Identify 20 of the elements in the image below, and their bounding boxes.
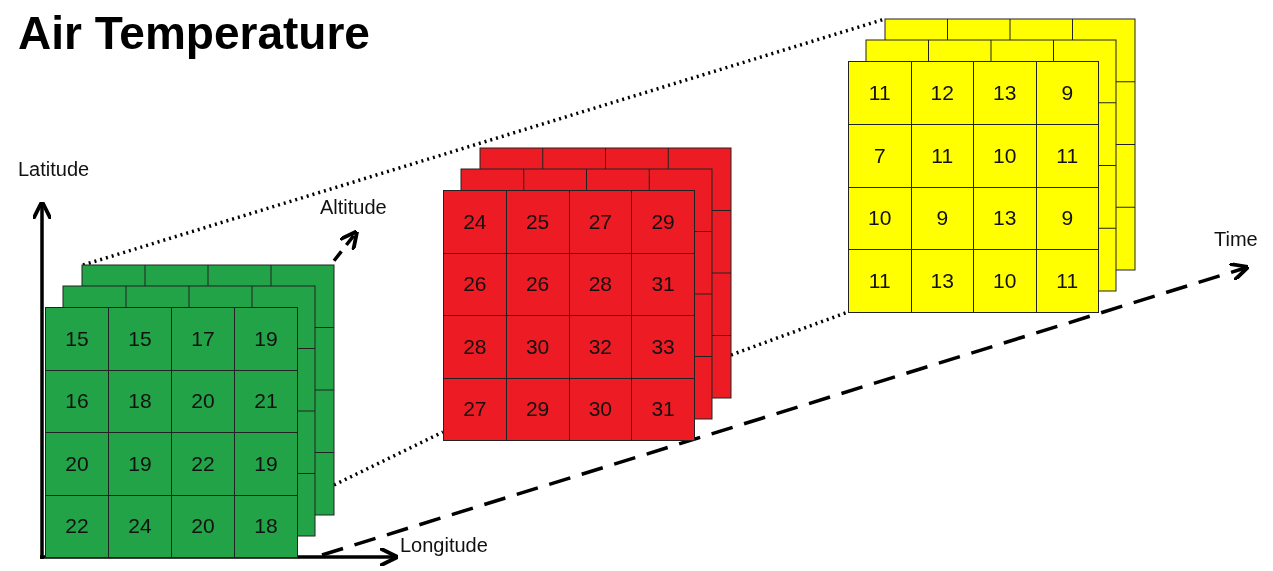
data-cell: 15 [45,307,109,371]
data-cell: 29 [631,190,695,254]
axis-label: Altitude [320,196,387,219]
data-cell: 19 [234,307,298,371]
data-cell: 31 [631,377,695,441]
data-cell: 11 [848,249,912,313]
data-cell: 27 [443,377,507,441]
data-cell: 24 [443,190,507,254]
data-cell: 22 [45,494,109,558]
axis-label: Latitude [18,158,90,181]
dotted-connector [333,430,444,487]
dotted-connector [82,17,886,267]
axis-label: Time [1214,228,1258,251]
data-cell: 18 [234,494,298,558]
axis-label: Longitude [400,534,488,557]
dotted-connector [730,310,849,357]
data-cell: 11 [1035,249,1099,313]
title: Air Temperature [18,6,370,60]
data-cell: 11 [848,61,912,125]
data-cell: 9 [1035,61,1099,125]
